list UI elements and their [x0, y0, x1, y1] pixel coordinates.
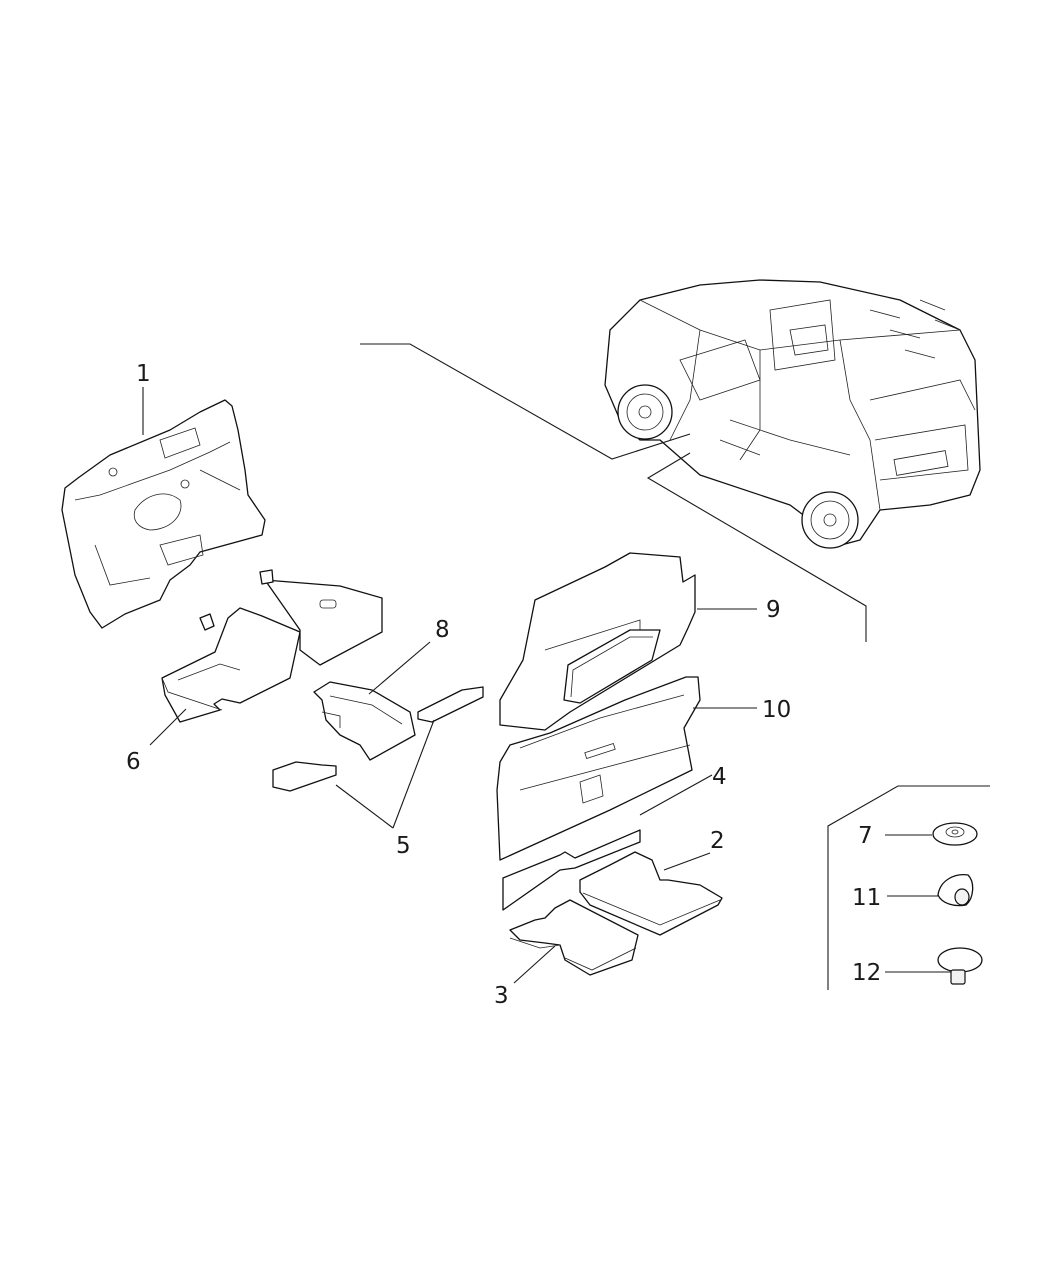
leader-4 [639, 774, 713, 816]
leader-van-rear [646, 452, 867, 642]
part-12-push-pin [937, 947, 983, 985]
callout-3: 3 [494, 983, 509, 1009]
callout-12: 12 [852, 960, 881, 986]
callout-7: 7 [858, 823, 873, 849]
leader-3 [513, 945, 556, 984]
part-7-retainer-washer [932, 822, 978, 846]
leader-5b [335, 784, 394, 829]
leader-8 [368, 641, 431, 695]
part-8-tunnel-silencer [313, 681, 416, 761]
callout-11: 11 [852, 885, 881, 911]
callout-2: 2 [710, 828, 725, 854]
fastener-group-bracket [827, 785, 990, 990]
part-3-floor-pad-left [509, 899, 639, 976]
leader-6 [149, 708, 187, 746]
part-10-partition-lower [496, 676, 701, 861]
callout-6: 6 [126, 749, 141, 775]
callout-10: 10 [762, 697, 791, 723]
leader-5a [392, 719, 435, 829]
part-2-floor-pad-right [579, 851, 723, 936]
leader-van-front [360, 343, 691, 460]
callout-4: 4 [712, 764, 727, 790]
callout-8: 8 [435, 617, 450, 643]
part-9-partition-upper [499, 552, 696, 731]
leader-2 [663, 852, 711, 871]
callout-5: 5 [396, 833, 411, 859]
callout-1: 1 [136, 361, 151, 387]
part-4-strip [502, 829, 641, 911]
part-1-dash-silencer [61, 399, 266, 629]
part-5-small-pads [272, 686, 484, 792]
reference-van [604, 279, 981, 549]
part-11-push-nut [937, 874, 974, 907]
callout-9: 9 [766, 597, 781, 623]
part-6-front-floor-silencer [161, 569, 383, 723]
